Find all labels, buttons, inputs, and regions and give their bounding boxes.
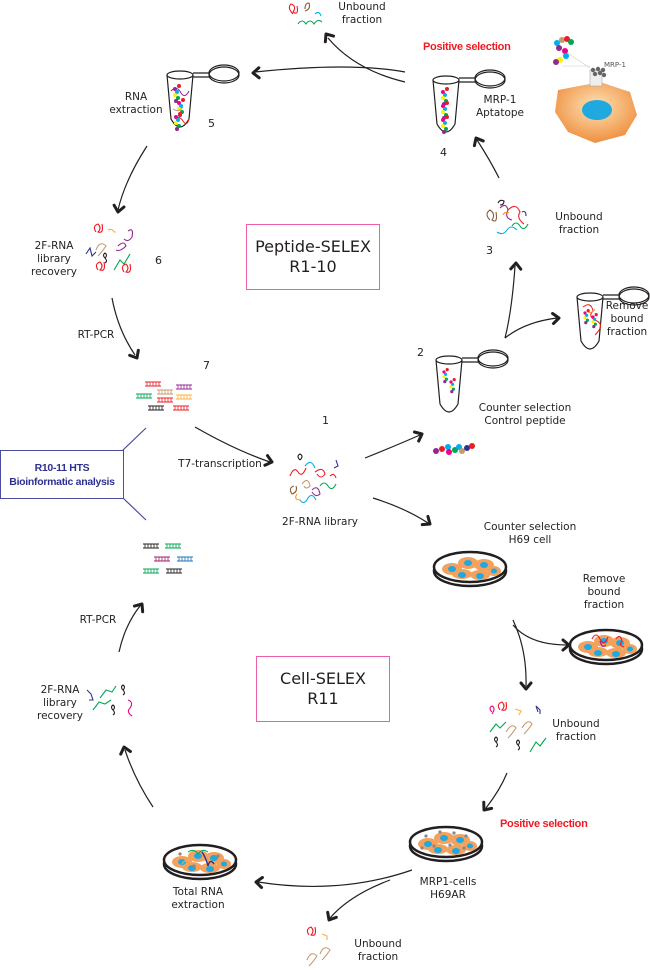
step-1-number: 1: [322, 414, 329, 427]
rt-pcr-bottom-label: RT-PCR: [79, 614, 117, 626]
rna-cluster-recovery-bottom: [86, 684, 133, 717]
hts-connectors: [122, 427, 147, 521]
dish-remove-bound: [568, 628, 644, 666]
step-3-label: Unbound fraction: [555, 211, 603, 236]
step-2-number: 2: [417, 346, 424, 359]
arrow-t7: [194, 426, 271, 463]
dsdna-group-7: [135, 381, 193, 411]
arrow-h69-to-unbound: [512, 619, 527, 687]
arrow-6-to-7: [111, 297, 136, 356]
dish-h69: [432, 550, 508, 588]
arrow-2-to-3: [504, 265, 516, 339]
arrow-1-to-h69: [372, 497, 429, 524]
rna-cluster-3: [486, 199, 529, 235]
unbound-fraction-top-label: Unbound fraction: [338, 1, 386, 26]
tube-remove-bound: [576, 286, 650, 350]
arrow-5-to-6: [117, 145, 148, 211]
step-2-label: Counter selection Control peptide: [478, 402, 572, 427]
tube-5: [166, 64, 240, 131]
arrow-2-to-remove: [504, 317, 558, 339]
unbound-fraction-bottom-label: Unbound fraction: [354, 938, 402, 963]
rt-pcr-top-label: RT-PCR: [77, 329, 115, 341]
positive-selection-bottom-label: Positive selection: [500, 818, 588, 830]
dsdna-group-bottom: [142, 543, 194, 574]
arrow-1-to-2: [364, 434, 421, 459]
arrows: [111, 29, 571, 924]
step-5-label: RNA extraction: [109, 91, 163, 116]
arrow-rtpcr-bottom: [118, 605, 141, 653]
remove-bound-cell-label: Remove bound fraction: [582, 573, 626, 611]
remove-bound-peptide-label: Remove bound fraction: [605, 300, 649, 338]
step-6-label: 2F-RNA library recovery: [31, 240, 77, 278]
rna-cluster-unbound-bottom: [306, 926, 331, 967]
arrow-mrp1-to-total: [257, 869, 413, 888]
dish-mrp1-cells: [408, 825, 484, 863]
rna-cluster-unbound-cell: [489, 701, 547, 753]
step-4-number: 4: [440, 146, 447, 159]
arrow-3-to-4: [476, 139, 500, 179]
mrp1-cell-illustration: [553, 36, 637, 143]
t7-transcription-label: T7-transcription: [178, 458, 262, 470]
peptide-selex-box: Peptide-SELEX R1-10: [246, 224, 380, 290]
arrow-4-to-5: [254, 66, 406, 73]
positive-selection-top-label: Positive selection: [423, 41, 511, 53]
step-4-label: MRP-1 Aptatope: [475, 94, 525, 119]
step-3-number: 3: [486, 244, 493, 257]
rna-unbound-top: [288, 2, 323, 25]
counter-selection-h69-label: Counter selection H69 cell: [483, 521, 577, 546]
mrp1-cells-label: MRP1-cells H69AR: [419, 876, 477, 901]
arrow-unbound-to-mrp1: [485, 772, 508, 809]
arrow-4-to-unbound: [327, 37, 406, 83]
step-5-number: 5: [208, 117, 215, 130]
hts-bioinformatic-box: R10-11 HTS Bioinformatic analysis: [0, 450, 124, 499]
rna-cluster-1: [289, 453, 339, 504]
unbound-fraction-cell-label: Unbound fraction: [552, 718, 600, 743]
cell-selex-box: Cell-SELEX R11: [256, 656, 390, 722]
step-6-number: 6: [155, 254, 162, 267]
dish-total-rna: [162, 843, 238, 881]
arrow-total-to-recovery: [124, 749, 154, 808]
mrp1-protein-label: MRP-1: [604, 61, 626, 69]
rna-cluster-6: [85, 223, 134, 273]
step-1-label: 2F-RNA library: [282, 516, 358, 528]
total-rna-extraction-label: Total RNA extraction: [171, 886, 225, 911]
library-recovery-bottom-label: 2F-RNA library recovery: [37, 684, 83, 722]
control-peptide-beads: [433, 443, 475, 455]
arrow-mrp1-to-unbound: [329, 879, 391, 919]
step-7-number: 7: [203, 359, 210, 372]
